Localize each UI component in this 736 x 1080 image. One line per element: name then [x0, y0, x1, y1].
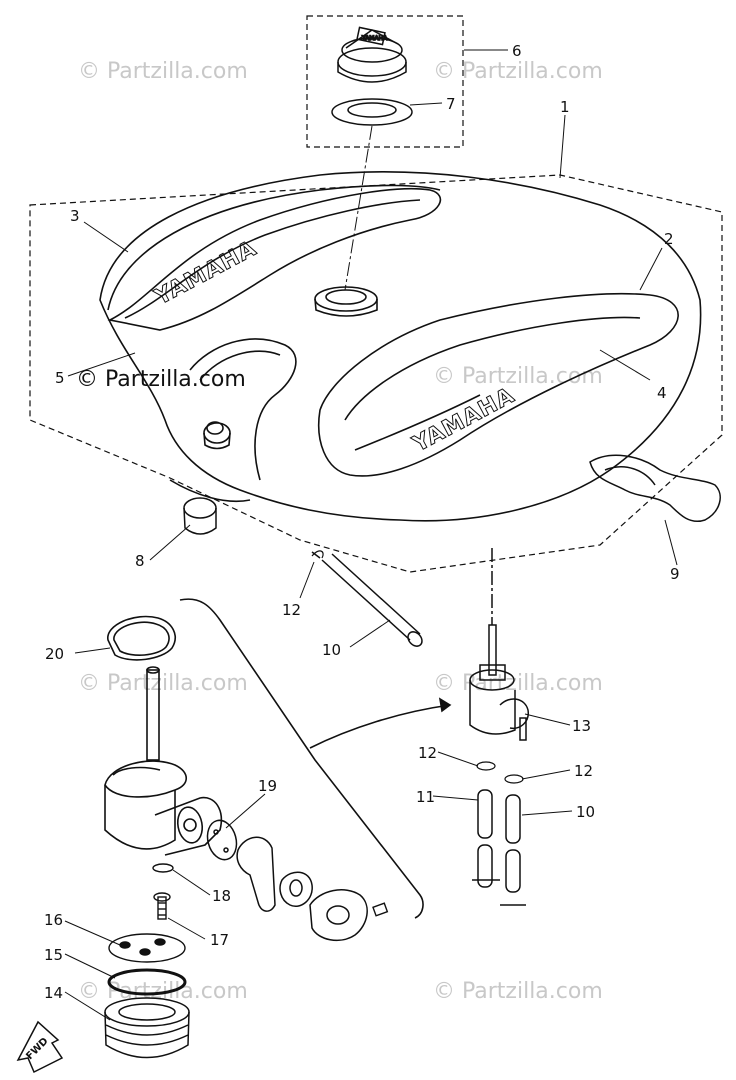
tank-group-box	[29, 174, 723, 573]
fuel-tank	[99, 171, 702, 522]
callout-13: 13	[572, 717, 591, 735]
callout-6: 6	[512, 42, 522, 60]
group-boxes	[29, 15, 723, 573]
leader-lines	[64, 49, 678, 1021]
fuel-cock	[469, 548, 529, 741]
callout-10-pipe: 10	[322, 641, 341, 659]
callout-10-hose: 10	[576, 803, 595, 821]
small-screw	[372, 902, 389, 917]
callout-7: 7	[446, 95, 456, 113]
cap-logo: YAMAHA	[361, 35, 388, 42]
callout-11: 11	[416, 788, 435, 806]
callout-12-left: 12	[418, 744, 437, 762]
seal-plate	[206, 819, 238, 861]
watermark: © Partzilla.com	[78, 59, 248, 84]
cock-lever	[236, 836, 276, 912]
callout-15: 15	[44, 946, 63, 964]
fuel-hoses	[472, 789, 526, 906]
callout-9: 9	[670, 565, 680, 583]
watermark: © Partzilla.com	[433, 364, 603, 389]
cock-body	[104, 666, 222, 856]
callout-12-pipe: 12	[282, 601, 301, 619]
cap-group-box	[306, 15, 464, 148]
screw	[153, 892, 171, 920]
callout-2: 2	[664, 230, 674, 248]
fuel-cup	[104, 997, 190, 1059]
callout-12-right: 12	[574, 762, 593, 780]
callout-20: 20	[45, 645, 64, 663]
callouts: 1 2 3 4 5 © Partzilla.com 6 7 8 9 10 12 …	[44, 42, 680, 1002]
damper	[589, 454, 721, 522]
cover-plate	[309, 889, 368, 942]
callout-17: 17	[210, 931, 229, 949]
callout-1: 1	[560, 98, 570, 116]
cushion	[183, 497, 217, 535]
fwd-arrow: FWD	[16, 1020, 64, 1074]
cap-gasket	[331, 98, 413, 126]
watermark: © Partzilla.com	[433, 671, 603, 696]
callout-16: 16	[44, 911, 63, 929]
detail-bracket	[179, 598, 452, 919]
o-ring	[152, 863, 174, 873]
watermark-dark: © Partzilla.com	[76, 367, 246, 392]
strainer	[108, 933, 186, 963]
washers	[476, 761, 524, 784]
bowl-o-ring	[107, 968, 187, 996]
watermark: © Partzilla.com	[78, 671, 248, 696]
centerline	[344, 125, 373, 291]
cock-gasket	[107, 615, 176, 661]
pipe-clip	[311, 550, 324, 559]
watermark: © Partzilla.com	[433, 979, 603, 1004]
callout-8: 8	[135, 552, 145, 570]
callout-4: 4	[657, 384, 667, 402]
watermark: © Partzilla.com	[433, 59, 603, 84]
callout-5: 5	[55, 369, 65, 387]
fuel-cap: YAMAHA	[337, 26, 407, 83]
fuel-pipe	[311, 551, 423, 647]
watermarks: © Partzilla.com © Partzilla.com © Partzi…	[78, 59, 603, 1004]
callout-19: 19	[258, 777, 277, 795]
callout-18: 18	[212, 887, 231, 905]
callout-3: 3	[70, 207, 80, 225]
spring-plate	[279, 871, 313, 907]
callout-14: 14	[44, 984, 63, 1002]
